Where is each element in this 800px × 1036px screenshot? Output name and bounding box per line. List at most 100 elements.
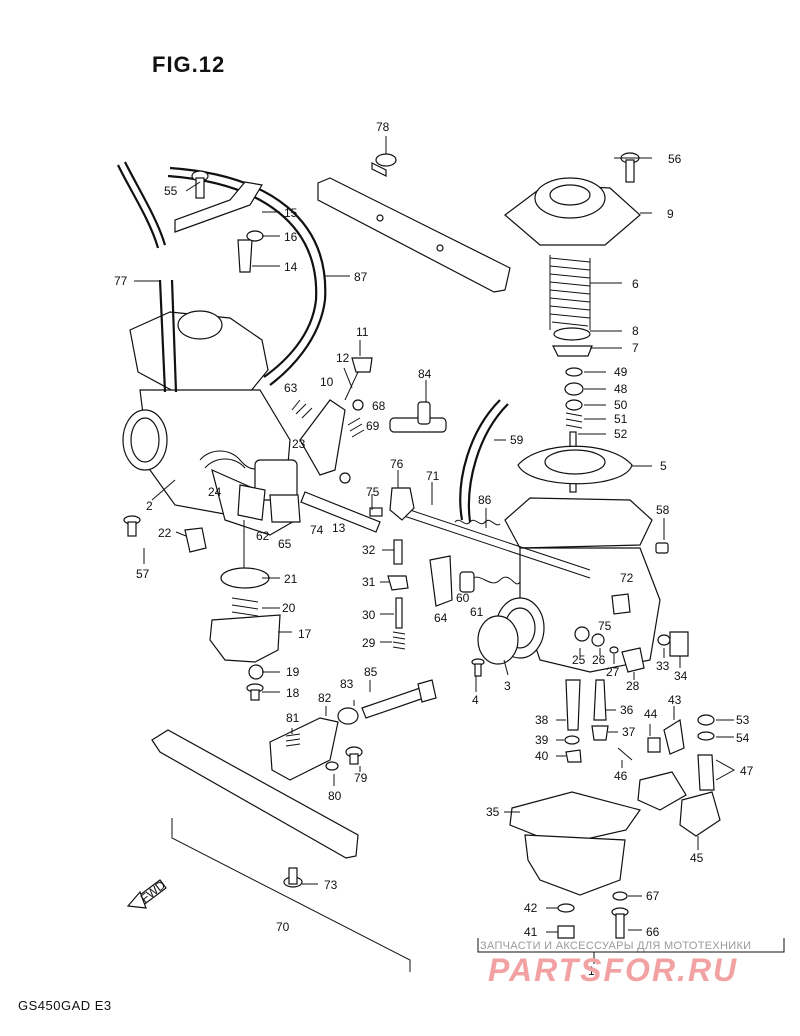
callout-46: 46	[614, 769, 628, 783]
fwd-arrow-icon	[126, 879, 167, 909]
cover-17	[209, 614, 281, 663]
vent-hose-77	[117, 164, 160, 249]
spring-81	[285, 733, 301, 747]
screw-55	[191, 170, 209, 199]
callout-54: 54	[736, 731, 750, 745]
pin-46	[617, 747, 633, 761]
retainer-7	[552, 345, 593, 357]
diaphragm-5	[517, 445, 633, 485]
t-fitting-84	[389, 401, 447, 433]
spring-20	[231, 597, 259, 631]
callout-9: 9	[667, 207, 674, 221]
connecting-plate	[317, 177, 511, 293]
jet-36	[593, 679, 607, 721]
shaft-71	[394, 504, 591, 579]
callout-75b: 75	[598, 619, 612, 633]
callout-57: 57	[136, 567, 150, 581]
watermark-subtitle: ЗАПЧАСТИ И АКСЕССУАРЫ ДЛЯ МОТОТЕХНИКИ	[480, 940, 752, 952]
callout-8: 8	[632, 324, 639, 338]
model-code: GS450GAD E3	[18, 998, 112, 1013]
callout-69: 69	[366, 419, 380, 433]
callout-32: 32	[362, 543, 376, 557]
clip-49	[565, 367, 583, 377]
coupling-60-61	[469, 576, 521, 585]
callout-42: 42	[524, 901, 538, 915]
callout-72: 72	[620, 571, 634, 585]
spring-69	[347, 417, 365, 438]
callout-61: 61	[470, 605, 484, 619]
fitting-22	[184, 527, 207, 553]
callout-75: 75	[366, 485, 380, 499]
bottom-plate-70	[151, 729, 359, 859]
callout-43: 43	[668, 693, 682, 707]
screw-56	[620, 152, 640, 183]
spring-29	[392, 631, 406, 650]
callout-49: 49	[614, 365, 628, 379]
callout-81: 81	[286, 711, 300, 725]
callout-78: 78	[376, 120, 390, 134]
callout-50: 50	[614, 398, 628, 412]
callout-45: 45	[690, 851, 704, 865]
top-cap	[504, 177, 641, 246]
callout-36: 36	[620, 703, 634, 717]
callout-39: 39	[535, 733, 549, 747]
callout-79: 79	[354, 771, 368, 785]
washer-8	[553, 327, 591, 341]
spring-63	[291, 399, 313, 419]
callout-13: 13	[332, 521, 346, 535]
fwd-label: FWD	[138, 878, 168, 906]
lever-10	[299, 399, 346, 476]
callout-14: 14	[284, 260, 298, 274]
callout-77: 77	[114, 274, 128, 288]
screw-85	[361, 687, 425, 719]
callout-67: 67	[646, 889, 660, 903]
callout-48: 48	[614, 382, 628, 396]
washer-50	[565, 399, 583, 411]
callout-83: 83	[340, 677, 354, 691]
part-27	[609, 646, 619, 654]
callout-4: 4	[472, 693, 479, 707]
callout-25: 25	[572, 653, 586, 667]
callout-21: 21	[284, 572, 298, 586]
callout-74: 74	[310, 523, 324, 537]
callout-11: 11	[356, 325, 369, 339]
callout-30: 30	[362, 608, 376, 622]
callout-labels: 1 2 3 4 5 6 7 8 9 10 11 12 13 14 15 16 1…	[114, 120, 754, 978]
bracket-64	[429, 555, 453, 607]
fitting-58	[655, 542, 669, 554]
callout-70: 70	[276, 920, 290, 934]
callout-34: 34	[674, 669, 688, 683]
callout-24: 24	[208, 485, 222, 499]
callout-41: 41	[524, 925, 538, 939]
callout-22: 22	[158, 526, 172, 540]
screw-66	[611, 907, 629, 939]
callout-2: 2	[146, 499, 153, 513]
part-25	[574, 626, 590, 642]
callout-66: 66	[646, 925, 660, 939]
screw-18	[246, 683, 264, 701]
grommet-83	[337, 707, 359, 725]
callout-60: 60	[456, 591, 470, 605]
callout-17: 17	[298, 627, 312, 641]
callout-80: 80	[328, 789, 342, 803]
callout-51: 51	[614, 412, 628, 426]
part-26	[591, 633, 605, 647]
figure-title: FIG.12	[152, 52, 226, 77]
callout-29: 29	[362, 636, 376, 650]
callout-7: 7	[632, 341, 639, 355]
hose-bracket	[174, 181, 263, 233]
callout-28: 28	[626, 679, 640, 693]
screw-73	[283, 867, 303, 888]
callout-38: 38	[535, 713, 549, 727]
ring-33	[657, 634, 671, 646]
screw-44	[647, 737, 661, 753]
part-65	[269, 494, 301, 523]
bracket-line-70	[171, 818, 411, 972]
leader-lines	[134, 136, 736, 964]
callout-63: 63	[284, 381, 298, 395]
diaphragm-21	[220, 567, 270, 589]
callout-20: 20	[282, 601, 296, 615]
callout-40: 40	[535, 749, 549, 763]
callout-56: 56	[668, 152, 682, 166]
